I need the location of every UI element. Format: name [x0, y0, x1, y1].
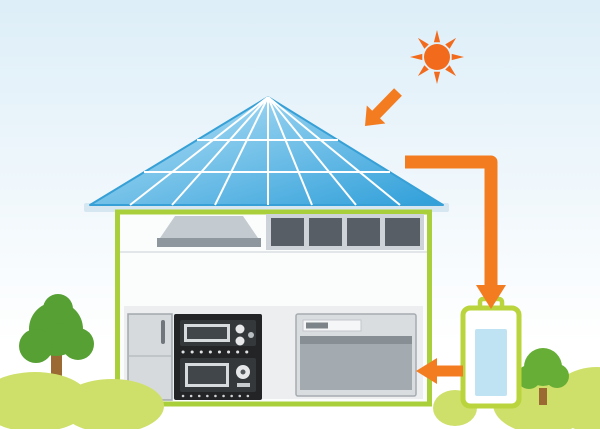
canopy-blob [43, 294, 73, 324]
control-display-screen [187, 327, 227, 339]
second-floor-windows [266, 214, 424, 250]
tree-trunk [539, 388, 547, 405]
microwave-button [237, 383, 250, 387]
washer-handle-groove [300, 336, 412, 344]
battery-charge-level [475, 329, 507, 396]
microwave-window [188, 366, 226, 384]
solar-panel-grid [129, 96, 401, 206]
control-knob [248, 332, 254, 338]
washing-machine [295, 313, 417, 397]
window-pane [271, 218, 304, 246]
oven-microwave-stack [174, 314, 262, 400]
panel-grid-line [267, 96, 313, 206]
canopy-blob [545, 364, 569, 388]
storage-battery [460, 296, 522, 409]
panel-grid-line [129, 96, 269, 206]
tree-canopy [517, 348, 569, 389]
microwave-dial-center [240, 369, 246, 375]
range-hood-band [157, 238, 261, 247]
arrow-line [405, 155, 498, 288]
washer-control-chip [306, 322, 328, 329]
window-pane [385, 218, 420, 246]
cabinet-handle [161, 320, 165, 344]
control-knob [235, 336, 245, 346]
washer-front-panel [300, 336, 412, 390]
sun-rays [410, 30, 464, 84]
range-hood-top [160, 216, 258, 238]
panel-grid-line [171, 96, 269, 206]
house-frame [115, 209, 432, 407]
control-knob [235, 324, 245, 334]
sunlight-arrow [365, 88, 402, 126]
panel-grid-line [214, 96, 269, 206]
battery-to-appliance-arrow [416, 358, 463, 384]
arrow-head [476, 285, 506, 309]
window-panes [271, 218, 420, 246]
canopy-blob [62, 328, 94, 360]
sun-icon [410, 30, 464, 84]
panel-grid-line [267, 96, 401, 206]
bush-left [60, 379, 164, 429]
range-hood [157, 216, 261, 247]
window-pane [347, 218, 380, 246]
sun-core [424, 44, 450, 70]
tree-canopy [19, 294, 94, 363]
washer-control-slot [302, 319, 362, 332]
solar-panel-roof [89, 96, 444, 206]
panel-grid-line [267, 96, 357, 206]
canopy-blob [19, 329, 53, 363]
canopy-blob [517, 365, 541, 389]
right-tree [517, 348, 569, 405]
roof-to-battery-arrow [405, 155, 506, 309]
window-pane [309, 218, 342, 246]
